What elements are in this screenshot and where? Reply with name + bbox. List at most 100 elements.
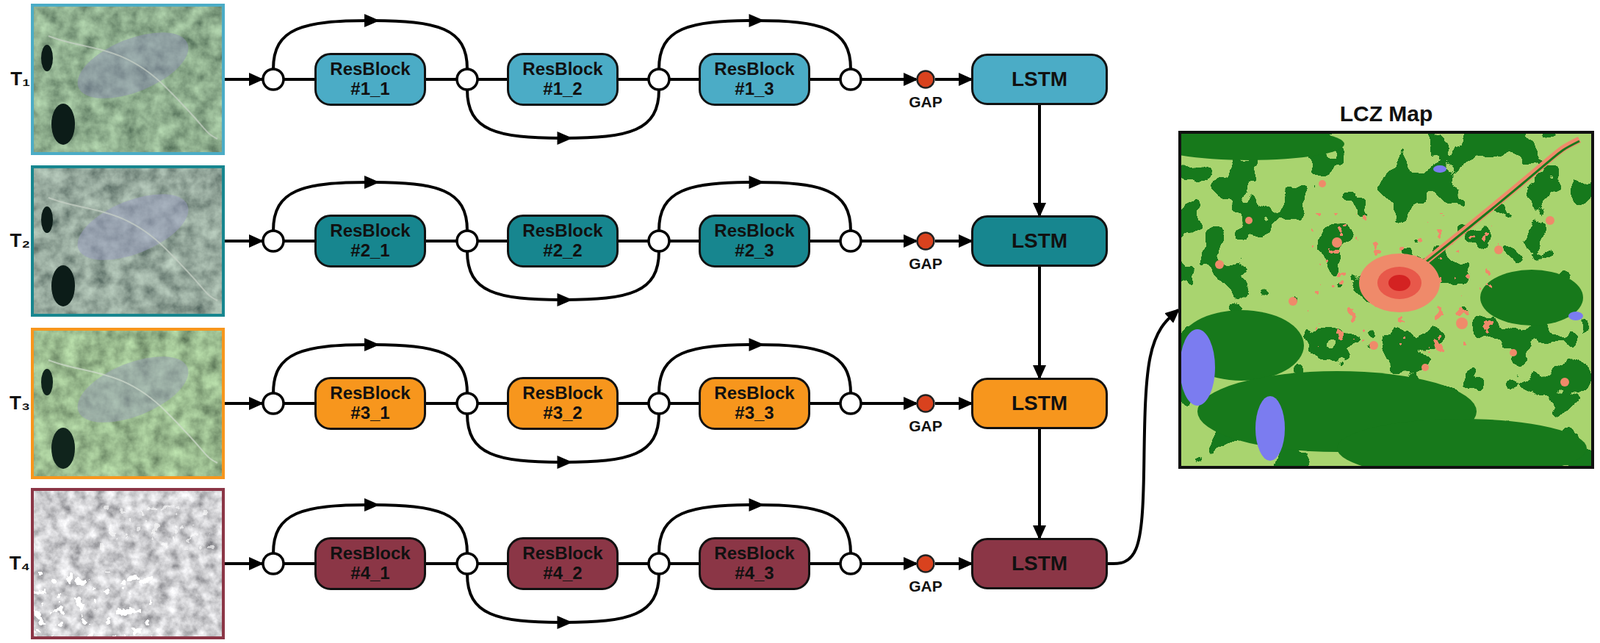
junction-circle [456, 393, 478, 414]
graphic-circle [1369, 340, 1379, 350]
satellite-image [33, 6, 222, 153]
gap-dot: GAP [916, 393, 936, 413]
skip-arrowhead [749, 175, 765, 189]
junction-circle [262, 393, 284, 414]
gap-dot-fill [917, 232, 935, 250]
skip-arrowhead [557, 455, 574, 469]
gap-dot-shape [916, 393, 936, 413]
graphic-circle [1245, 216, 1253, 225]
graphic-circle [1215, 260, 1224, 269]
junction-circle [456, 553, 478, 574]
gap-dot-fill [917, 71, 935, 89]
gap-label: GAP [908, 577, 943, 596]
gap-dot-shape [916, 69, 936, 89]
junction-circle [262, 69, 284, 90]
resblock-box: ResBlock #1_2 [506, 52, 619, 106]
gap-dot: GAP [916, 231, 936, 251]
connector-arrow [426, 77, 507, 81]
resblock-box: ResBlock #3_3 [698, 376, 811, 430]
gap-dot-fill [917, 395, 935, 413]
graphic-rect [33, 6, 222, 153]
skip-arrowhead [557, 131, 574, 145]
graphic-ellipse [1433, 165, 1447, 173]
resblock-box: ResBlock #3_1 [314, 376, 427, 430]
graphic-circle [1494, 245, 1504, 255]
graphic-path [48, 359, 218, 463]
skip-arrowhead [749, 13, 765, 28]
block-label: ResBlock #3_1 [324, 383, 416, 424]
graphic-ellipse [1568, 311, 1584, 321]
connector-arrow [1038, 266, 1041, 378]
graphic-circle [1331, 237, 1343, 248]
graphic-ellipse [1255, 395, 1285, 461]
resblock-box: ResBlock #4_1 [314, 537, 427, 590]
skip-arrowhead [749, 337, 765, 352]
graphic-ellipse [41, 206, 53, 233]
junction-circle [456, 230, 478, 252]
graphic-ellipse [41, 44, 53, 72]
residual-skip-group [262, 337, 861, 469]
block-label: ResBlock #1_1 [324, 59, 416, 100]
block-label: LSTM [1011, 229, 1068, 252]
gap-label: GAP [908, 417, 943, 435]
junction-circle [648, 393, 670, 414]
connector-arrow [618, 239, 699, 243]
graphic-circle [1545, 215, 1555, 225]
satellite-image-frame: T₂ [30, 165, 225, 317]
gap-dot-shape [916, 231, 936, 251]
graphic-ellipse [1179, 329, 1216, 406]
resblock-box: ResBlock #1_1 [314, 52, 427, 106]
graphic-ellipse [68, 19, 197, 113]
graphic-ellipse [41, 368, 53, 396]
connector-arrow [810, 77, 917, 81]
graphic-circle [1288, 296, 1298, 306]
graphic-rect [33, 330, 222, 477]
gap-label: GAP [908, 93, 943, 111]
graphic-ellipse [68, 180, 197, 275]
graphic-rect [1179, 132, 1593, 468]
skip-arrowhead [364, 337, 380, 352]
graphic-ellipse [1337, 418, 1587, 468]
block-label: ResBlock #3_2 [517, 383, 609, 424]
time-step-label: T₂ [10, 229, 31, 252]
lstm-box: LSTM [971, 53, 1108, 106]
satellite-image-frame: T₁ [30, 3, 225, 156]
connector-arrow [935, 239, 972, 243]
connector-arrow [224, 77, 315, 81]
skip-arrowhead [364, 498, 380, 512]
block-label: ResBlock #2_1 [324, 221, 416, 261]
gap-label: GAP [908, 254, 943, 273]
lcz-map-art [1179, 132, 1593, 468]
junction-circle [262, 230, 284, 252]
skip-arrowhead [557, 293, 574, 307]
graphic-rect [33, 571, 159, 637]
block-label: ResBlock #2_3 [708, 221, 800, 261]
graphic-rect [1179, 132, 1593, 468]
time-step-label: T₃ [9, 392, 31, 414]
graphic-ellipse [1179, 132, 1345, 161]
graphic-path [1399, 139, 1580, 283]
gap-dot: GAP [916, 553, 936, 574]
junction-circle [648, 553, 670, 574]
residual-skip-group [262, 498, 861, 629]
graphic-path [48, 35, 218, 139]
resblock-box: ResBlock #4_3 [698, 537, 811, 590]
connector-arrow [1107, 310, 1179, 564]
junction-circle [840, 553, 861, 574]
resblock-box: ResBlock #2_2 [506, 214, 619, 268]
block-label: LSTM [1011, 551, 1068, 575]
block-label: ResBlock #3_3 [708, 383, 800, 424]
junction-circle [840, 230, 861, 252]
block-label: ResBlock #1_2 [517, 59, 609, 100]
graphic-path [1399, 141, 1580, 283]
connector-arrow [1038, 429, 1041, 538]
gap-dot: GAP [916, 69, 936, 89]
residual-skip-group [262, 175, 861, 307]
connector-arrow [810, 401, 917, 405]
satellite-image [33, 168, 222, 314]
lcz-map-frame: LCZ Map [1178, 130, 1595, 469]
connector-arrow [426, 561, 507, 565]
lstm-box: LSTM [971, 377, 1108, 430]
graphic-ellipse [1480, 269, 1584, 326]
graphic-ellipse [51, 265, 75, 307]
